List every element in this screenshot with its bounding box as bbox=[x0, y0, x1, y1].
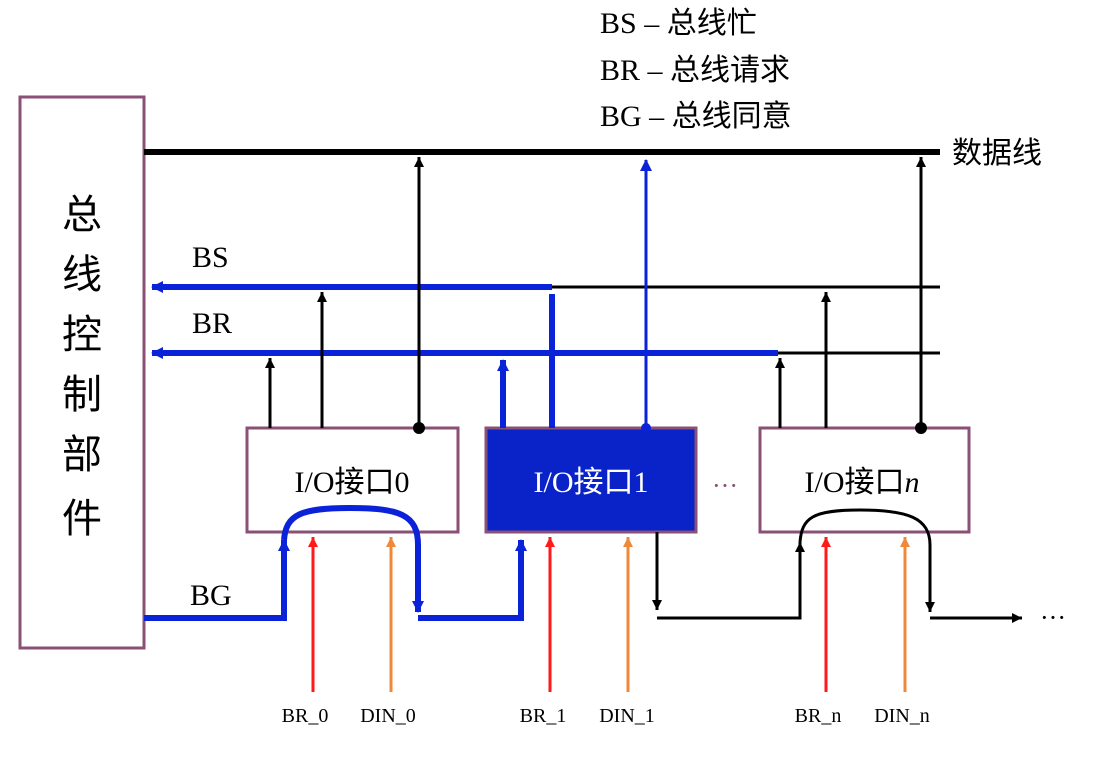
bg-into-io1 bbox=[418, 539, 527, 621]
io-interface-1 bbox=[484, 426, 698, 534]
io-interface-n bbox=[758, 426, 971, 534]
ellipsis-end: ··· bbox=[1040, 603, 1066, 632]
bg-into-ion bbox=[657, 542, 805, 620]
io-interface-1-label: I/O接口1 bbox=[534, 466, 649, 499]
brn-label: BR_n bbox=[795, 705, 842, 727]
bg-through-io0 bbox=[281, 504, 424, 613]
io0-data-dot bbox=[413, 422, 425, 434]
dinn-label: DIN_n bbox=[874, 705, 930, 727]
din1-label: DIN_1 bbox=[599, 705, 655, 727]
io1-data-dot bbox=[641, 423, 651, 433]
data-line-label: 数据线 bbox=[952, 136, 1042, 171]
bg-into-io0 bbox=[144, 539, 290, 621]
ion-data-dot bbox=[915, 422, 927, 434]
controller-char-1: 总 bbox=[62, 192, 102, 238]
legend-bg: BG – 总线同意 bbox=[600, 100, 792, 133]
io-interface-n-prefix: I/O接口 bbox=[805, 466, 905, 499]
io-interface-n-label: I/O接口n bbox=[805, 466, 920, 499]
io-interface-0-label: I/O接口0 bbox=[295, 466, 410, 499]
legend-br: BR – 总线请求 bbox=[600, 54, 790, 87]
legend-bs: BS – 总线忙 bbox=[600, 7, 757, 40]
controller-char-2: 线 bbox=[62, 252, 102, 298]
br1-label: BR_1 bbox=[520, 705, 567, 727]
bg-label: BG bbox=[190, 579, 232, 612]
din0-label: DIN_0 bbox=[360, 705, 416, 727]
bs-label: BS bbox=[192, 241, 229, 274]
controller-char-5: 部 bbox=[62, 432, 102, 478]
controller-char-6: 件 bbox=[62, 496, 102, 542]
io-interface-0 bbox=[245, 426, 460, 534]
controller-char-3: 控 bbox=[62, 312, 102, 358]
io-interface-n-suffix: n bbox=[905, 466, 920, 499]
bg-through-ion bbox=[798, 508, 935, 612]
br-label: BR bbox=[192, 307, 232, 340]
ellipsis-between-boxes: ··· bbox=[712, 471, 738, 500]
bus-controller-box bbox=[18, 95, 146, 650]
br0-label: BR_0 bbox=[282, 705, 329, 727]
controller-char-4: 制 bbox=[62, 372, 102, 418]
